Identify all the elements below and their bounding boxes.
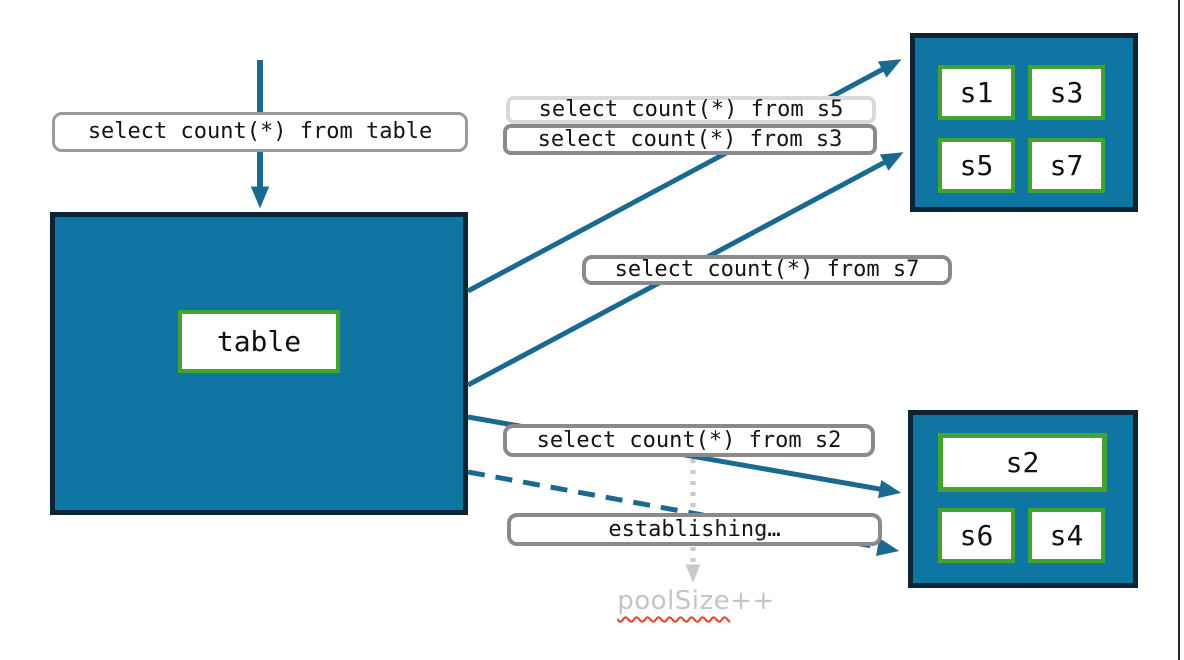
poolsize-text: poolSize++ — [600, 586, 792, 616]
shard-box-s2: s2 — [938, 433, 1107, 492]
shard-label: s3 — [1049, 76, 1084, 109]
establishing-label: establishing… — [507, 513, 882, 546]
poolsize-word: poolSize — [617, 586, 731, 616]
shard-label: s6 — [959, 519, 994, 552]
shard-box-s7: s7 — [1028, 138, 1105, 193]
shard-box-s4: s4 — [1028, 508, 1105, 563]
shard-box-s1: s1 — [938, 65, 1015, 120]
query-label-s5: select count(*) from s5 — [506, 96, 876, 124]
poolsize-suffix: ++ — [730, 586, 775, 616]
shard-label: s7 — [1049, 149, 1084, 182]
shard-box-s5: s5 — [938, 138, 1015, 193]
query-label-s3: select count(*) from s3 — [503, 124, 877, 155]
pool-top-box: s1 s3 s5 s7 — [910, 33, 1138, 212]
shard-box-s6: s6 — [938, 508, 1015, 563]
pool-bottom-box: s2 s6 s4 — [908, 410, 1138, 588]
table-inner-box: table — [178, 310, 340, 373]
slide-edge-line — [1178, 0, 1180, 660]
shard-box-s3: s3 — [1028, 65, 1105, 120]
shard-label: s5 — [959, 149, 994, 182]
query-label-s2: select count(*) from s2 — [503, 424, 875, 457]
shard-label: s1 — [959, 76, 994, 109]
table-box: table — [50, 212, 468, 515]
query-label-s7: select count(*) from s7 — [582, 255, 952, 285]
query-label-table: select count(*) from table — [52, 112, 468, 152]
shard-label: s4 — [1049, 519, 1084, 552]
shard-label: s2 — [1005, 446, 1040, 479]
table-label: table — [216, 325, 302, 358]
